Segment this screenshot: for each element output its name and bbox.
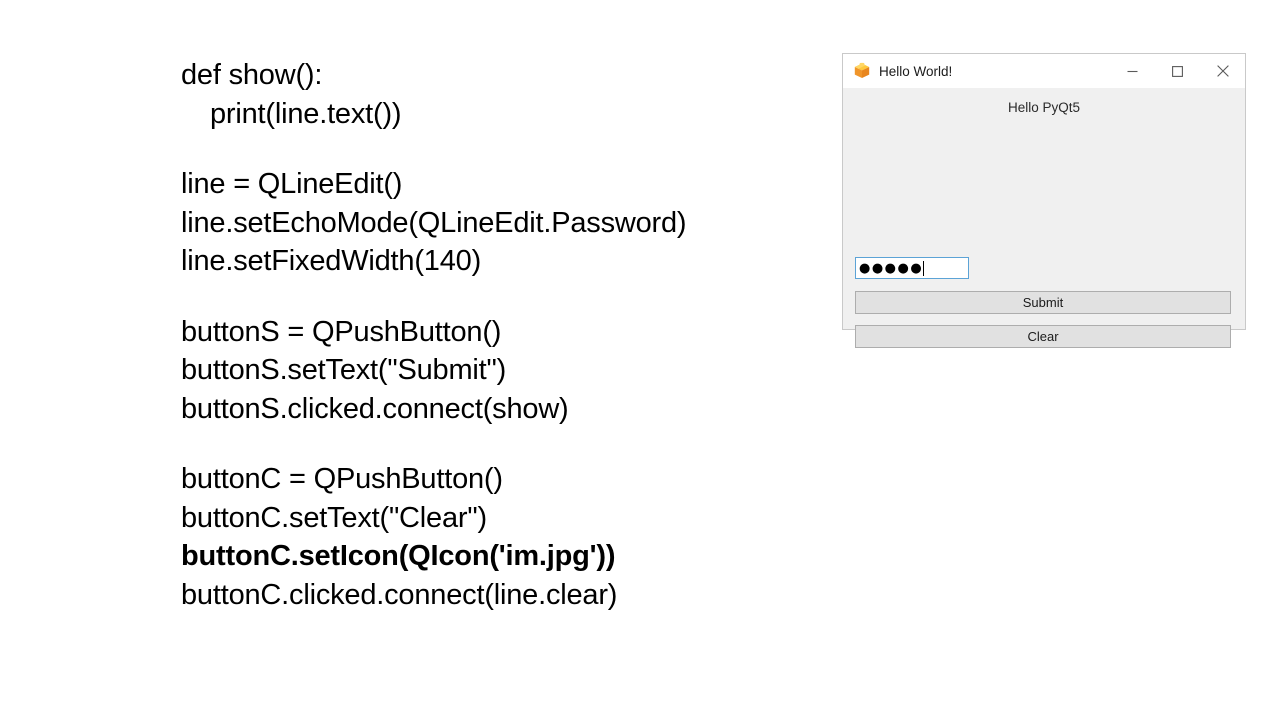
window-title: Hello World! xyxy=(879,63,953,79)
code-line: buttonC.setText("Clear") xyxy=(181,501,487,534)
qt-application-window: Hello World! Hello PyQt5 ●●●●● Submit Cl… xyxy=(842,53,1246,348)
password-masked-value: ●●●●● xyxy=(859,260,924,276)
window-titlebar[interactable]: Hello World! xyxy=(843,54,1245,88)
code-line: print(line.text()) xyxy=(210,97,402,130)
code-line: line.setEchoMode(QLineEdit.Password) xyxy=(181,206,687,239)
code-line: def show(): xyxy=(181,59,323,91)
code-line: buttonS.clicked.connect(show) xyxy=(181,392,569,425)
code-line: buttonC.clicked.connect(line.clear) xyxy=(181,578,618,611)
minimize-button[interactable] xyxy=(1110,54,1155,88)
code-line: buttonS = QPushButton() xyxy=(181,315,502,348)
code-line: buttonS.setText("Submit") xyxy=(181,354,507,386)
code-block: buttonC = QPushButton() buttonC.setText(… xyxy=(181,460,821,614)
clear-button[interactable]: Clear xyxy=(855,325,1231,348)
code-line: line.setFixedWidth(140) xyxy=(181,245,482,277)
code-block: buttonS = QPushButton() buttonS.setText(… xyxy=(181,313,821,429)
hello-label: Hello PyQt5 xyxy=(1007,100,1081,115)
window-content: Hello PyQt5 ●●●●● Submit Clear xyxy=(843,88,1245,348)
code-listing: def show(): print(line.text()) line = QL… xyxy=(181,56,821,614)
code-block: def show(): print(line.text()) xyxy=(181,56,821,133)
package-box-icon xyxy=(853,62,871,80)
text-caret xyxy=(923,260,925,276)
code-line: line = QLineEdit() xyxy=(181,168,403,200)
titlebar-buttons xyxy=(1110,54,1245,88)
submit-button[interactable]: Submit xyxy=(855,291,1231,314)
code-line: buttonC = QPushButton() xyxy=(181,463,503,495)
code-line-highlighted: buttonC.setIcon(QIcon('im.jpg')) xyxy=(181,540,616,572)
code-block: line = QLineEdit() line.setEchoMode(QLin… xyxy=(181,165,821,281)
maximize-button[interactable] xyxy=(1155,54,1200,88)
close-button[interactable] xyxy=(1200,54,1245,88)
password-input[interactable]: ●●●●● xyxy=(855,257,969,279)
titlebar-left-group: Hello World! xyxy=(843,62,1110,80)
